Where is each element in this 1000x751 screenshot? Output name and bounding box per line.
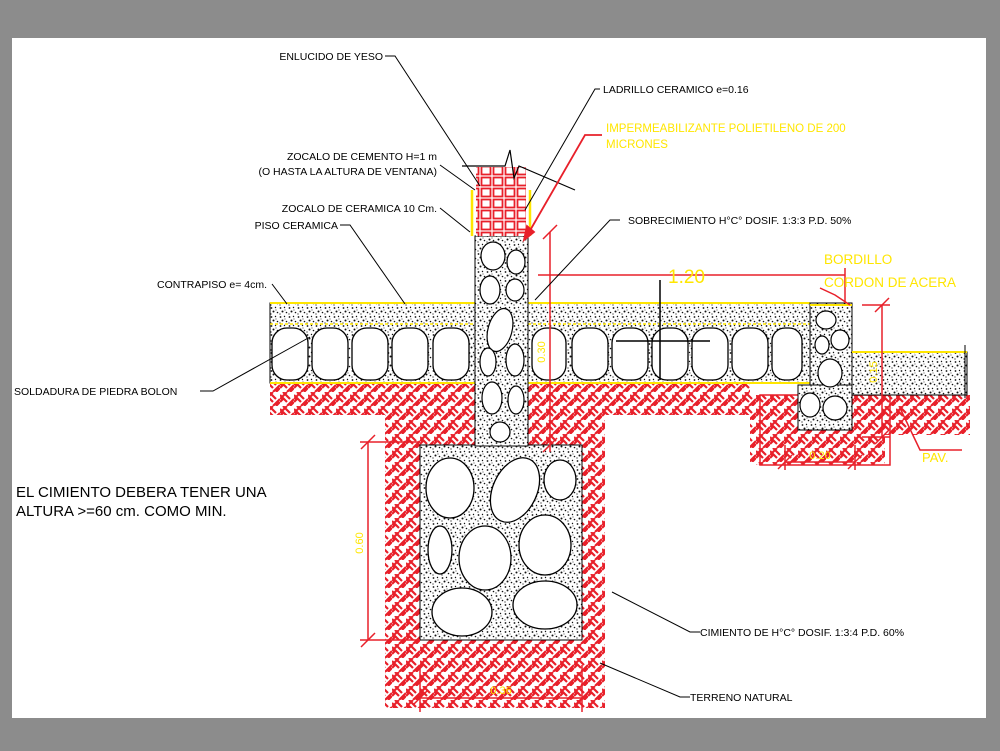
label-zocalo-ceramica: ZOCALO DE CERAMICA 10 Cm. [282,203,437,215]
dim-0-36: 0.36 [490,685,511,697]
label-impermeabilizante-1: IMPERMEABILIZANTE POLIETILENO DE 200 [606,123,846,135]
dim-0-15: 0.15 [868,361,880,382]
pavement [851,345,968,398]
brick-wall [462,149,576,303]
label-contrapiso: CONTRAPISO e= 4cm. [157,279,267,291]
label-soladura: SOLDADURA DE PIEDRA BOLON [14,386,177,398]
label-cimiento: CIMIENTO DE H°C° DOSIF. 1:3:4 P.D. 60% [700,627,904,639]
dim-0-20: 0.20 [809,450,830,462]
label-zocalo-cemento-2: (O HASTA LA ALTURA DE VENTANA) [258,166,437,178]
dimension-texts: 1.20 0.30 0.60 0.36 0.15 0.20 [354,267,880,697]
label-bordillo-2: CORDON DE ACERA [824,275,956,290]
foundation-cimiento [419,444,583,641]
label-zocalo-cemento-1: ZOCALO DE CEMENTO H=1 m [287,151,437,163]
label-impermeabilizante-2: MICRONES [606,139,668,151]
dim-0-30: 0.30 [536,341,548,362]
center-mark [616,280,710,380]
leader-lines [200,55,700,698]
label-sobrecimiento: SOBRECIMIENTO H°C° DOSIF. 1:3:3 P.D. 50% [628,215,851,227]
label-enlucido: ENLUCIDO DE YESO [279,51,383,63]
floor-slab-contrapiso [269,302,811,384]
label-pav: PAV. [922,450,949,465]
dim-1-20: 1.20 [668,267,705,288]
label-ladrillo: LADRILLO CERAMICO e=0.16 [603,84,749,96]
dim-0-60: 0.60 [354,532,366,553]
label-piso-ceramica: PISO CERAMICA [255,220,338,232]
bordillo-curb [797,302,853,431]
note-line-2: ALTURA >=60 cm. COMO MIN. [16,503,227,520]
dimension-lines [360,224,962,712]
label-bordillo-1: BORDILLO [824,252,892,267]
note-line-1: EL CIMIENTO DEBERA TENER UNA [16,484,267,501]
sobrecimiento-column [474,235,529,447]
annotation-labels: ENLUCIDO DE YESO LADRILLO CERAMICO e=0.1… [14,51,956,704]
label-terreno: TERRENO NATURAL [690,692,793,704]
impermeabilizante-leader [522,134,602,243]
